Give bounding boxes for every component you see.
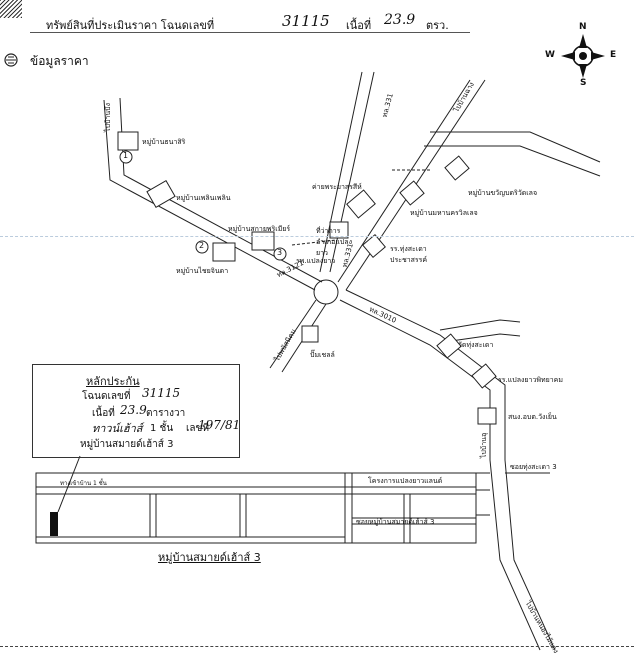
compass-s: S: [580, 78, 587, 88]
header-area-unit: ตรว.: [426, 19, 449, 32]
collateral-title: หลักประกัน: [86, 375, 140, 388]
page-bottom-dashed-line: [0, 646, 634, 647]
place-ploenploen: หมู่บ้านเพลินเพลิน: [176, 194, 231, 202]
road-331-a-label: ทล.331: [380, 92, 395, 119]
header-area-value: 23.9: [384, 12, 416, 28]
road-to-nong-mai-daeng-label: ไปบ้านหนองไม้แดง: [523, 599, 560, 655]
scan-hatch: [0, 0, 22, 18]
marker-3: 3: [277, 248, 283, 257]
header-title: ทรัพย์สินที่ประเมินราคา โฉนดเลขที่: [46, 19, 215, 32]
marker-1: 1: [123, 151, 129, 160]
collateral-village: หมู่บ้านสมายด์เฮ้าส์ 3: [80, 439, 174, 450]
place-suratsi-camp: ค่ายพระยาสุรสีห์: [312, 183, 362, 191]
place-shell-station: ปั๊มเชลล์: [310, 351, 335, 359]
collateral-box: [32, 364, 240, 458]
place-khwanbodi: หมู่บ้านขวัญบดริวัดเลจ: [468, 189, 538, 197]
collateral-deed-value: 31115: [142, 386, 181, 400]
road-to-phanat-label: ไปพนัสนิคม: [273, 327, 298, 363]
place-wat-thung-sakao: วัดทุ่งสะเดา: [458, 341, 494, 349]
collateral-plot-marker: [50, 512, 58, 536]
place-district-office: ที่ว่าการอำเภอแปลงยาว: [316, 227, 353, 257]
compass-e: E: [610, 50, 617, 60]
marker-2: 2: [199, 241, 205, 250]
place-chaichinda: หมู่บ้านไชยจินดา: [176, 267, 229, 275]
place-thanasiri: หมู่บ้านธนาสิริ: [142, 138, 186, 146]
place-hospital: รพ.แปลงยาว: [296, 257, 336, 265]
collateral-house-no-label: เลขที่: [186, 423, 209, 434]
compass-n: N: [579, 22, 587, 32]
place-plaengyao-land: โครงการแปลงยาวแลนด์: [368, 477, 443, 485]
place-house-entrance: ทางเข้าบ้าน 1 ชั้น: [60, 480, 107, 487]
collateral-house-type: ทาวน์เฮ้าส์: [92, 422, 143, 435]
header-underline: [30, 32, 470, 33]
header-deed-number: 31115: [282, 12, 330, 30]
place-wangyen-office: สนง.อบต.วังเย็น: [508, 413, 557, 421]
road-3010-label: ทล.3010: [367, 305, 398, 325]
compass-w: W: [545, 50, 555, 60]
road-soi-thung-sakao-label: ซอยทุ่งสะเดา 3: [510, 463, 557, 471]
collateral-area-label: เนื้อที่: [92, 408, 115, 419]
header-area-label: เนื้อที่: [346, 19, 372, 32]
collateral-area-value: 23.9: [120, 403, 147, 417]
road-to-ban-chang-label: ไปบ้านฉาง: [452, 80, 476, 114]
section-title: ข้อมูลราคา: [30, 54, 89, 68]
collateral-area-unit: ตารางวา: [146, 408, 186, 419]
road-to-bang-bueng-label: ไปบ้านบึง: [103, 103, 112, 132]
place-mahanakorn: หมู่บ้านมหานครวิลเลจ: [410, 209, 478, 217]
bottom-village-label: หมู่บ้านสมายด์เฮ้าส์ 3: [158, 551, 261, 564]
place-plaengyao-school: รร.แปลงยาวพิทยาคม: [498, 376, 563, 384]
road-ban-ur-label: ไปบ้านอุ: [480, 432, 489, 459]
scan-dashed-line: [0, 236, 634, 237]
collateral-house-no-value: 197/81: [198, 418, 241, 432]
road-soi-smile-house-label: ซอยหมู่บ้านสมายด์เฮ้าส์ 3: [356, 518, 435, 526]
place-thung-sakao-school: รร.ทุ่งสะเดาประชาสรรค์: [390, 245, 428, 264]
collateral-floors: 1 ชั้น: [150, 423, 174, 434]
collateral-deed-label: โฉนดเลขที่: [82, 391, 131, 402]
place-sky-premier: หมู่บ้านสกายพริเมียร์: [228, 225, 291, 233]
